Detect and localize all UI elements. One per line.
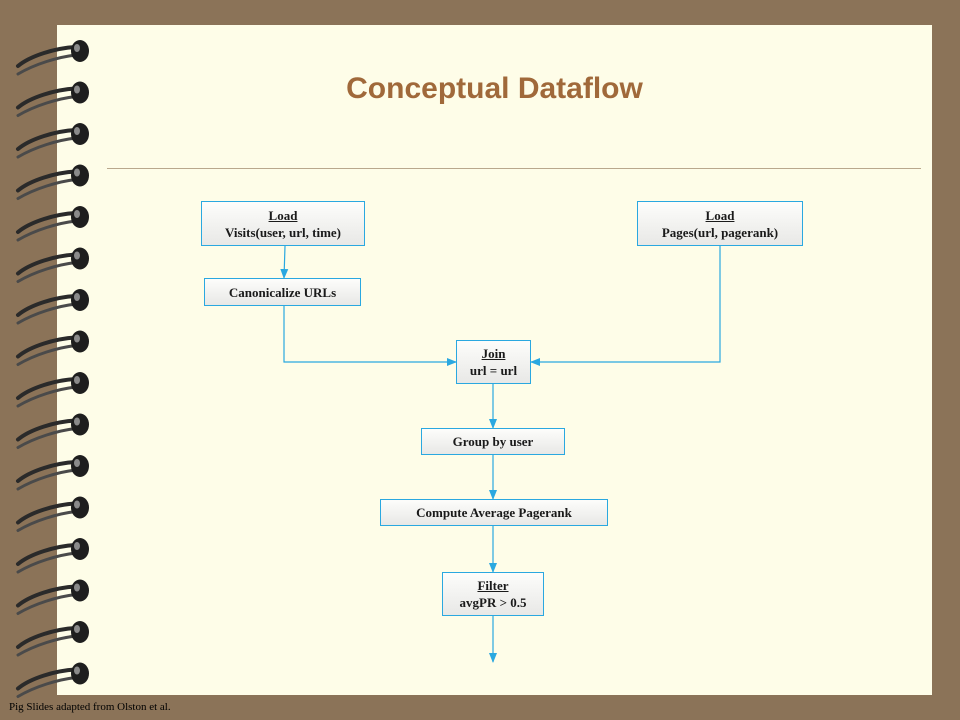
spiral-ring [16,289,89,325]
notebook-spiral-binding [16,40,89,698]
spiral-ring [16,413,89,449]
node-compute-average-pagerank-label: Compute Average Pagerank [416,505,572,520]
node-load-visits: Load Visits(user, url, time) [201,201,365,246]
slide-title: Conceptual Dataflow [346,72,643,105]
spiral-ring [16,496,89,532]
node-load-pages-op: Load [705,207,735,223]
spiral-ring [16,247,89,283]
spiral-ring [16,164,89,200]
node-load-pages: Load Pages(url, pagerank) [637,201,803,246]
node-group-by-user-label: Group by user [452,434,534,449]
slide-footer-credit: Pig Slides adapted from Olston et al. [9,701,171,713]
node-load-visits-op: Load [268,207,298,223]
spiral-ring [16,81,89,117]
edge-canonicalize-to-join [283,306,457,366]
spiral-ring [16,538,89,574]
node-group-by-user: Group by user [421,428,565,455]
spiral-ring [16,123,89,159]
spiral-ring [16,662,89,698]
node-join-op: Join [481,346,506,361]
spiral-ring [16,455,89,491]
spiral-ring [16,40,89,76]
node-filter: Filter avgPR > 0.5 [442,572,544,616]
spiral-ring [16,330,89,366]
node-join-detail: url = url [469,363,518,378]
title-divider [107,168,921,169]
edge-load-pages-to-join [530,246,721,366]
node-canonicalize-urls: Canonicalize URLs [204,278,361,306]
spiral-ring [16,621,89,657]
spiral-ring [16,372,89,408]
node-filter-detail: avgPR > 0.5 [459,595,527,610]
node-load-pages-detail: Pages(url, pagerank) [661,224,779,240]
node-load-visits-detail: Visits(user, url, time) [224,224,342,240]
spiral-ring [16,206,89,242]
spiral-ring [16,579,89,615]
node-filter-op: Filter [477,578,509,593]
node-canonicalize-urls-label: Canonicalize URLs [228,284,337,300]
node-compute-average-pagerank: Compute Average Pagerank [380,499,608,526]
edge-load-visits-to-canonicalize [280,245,289,279]
node-join: Join url = url [456,340,531,384]
